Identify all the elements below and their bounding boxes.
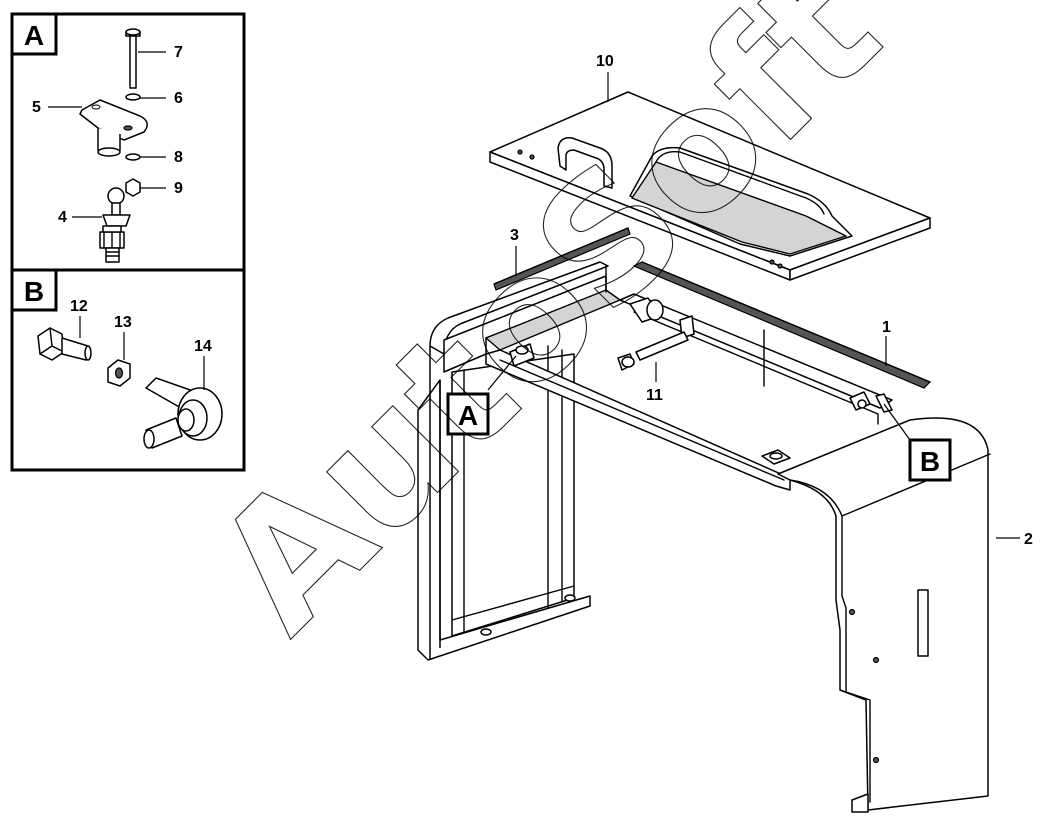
part-8-washer: [125, 153, 141, 161]
part-number-2: 2: [1024, 531, 1033, 548]
part-5-bracket: [79, 99, 148, 157]
part-number-6: 6: [174, 90, 183, 107]
part-9-nut: [125, 178, 141, 197]
part-number-5: 5: [32, 99, 41, 116]
part-11-gas-strut: [617, 297, 695, 371]
part-number-11: 11: [646, 387, 663, 404]
inset-b-letter: B: [24, 276, 44, 307]
part-1-seal-strip: [632, 261, 932, 389]
part-7-bolt: [125, 28, 141, 89]
inset-b: B 12 13 14: [10, 268, 246, 472]
callout-b: B: [908, 438, 952, 482]
part-14-rod-end: [143, 377, 223, 449]
part-4-ball-stud: [99, 187, 131, 263]
inset-a-letter: A: [24, 20, 44, 51]
inset-a: A: [10, 12, 246, 272]
part-10-cover-plate: [489, 91, 931, 281]
part-number-13: 13: [114, 314, 132, 331]
part-number-14: 14: [194, 338, 212, 355]
part-6-washer: [125, 93, 141, 101]
part-number-4: 4: [58, 209, 67, 226]
part-number-1: 1: [882, 319, 891, 336]
part-number-9: 9: [174, 180, 183, 197]
part-number-3: 3: [510, 227, 519, 244]
main-assembly: 10 3 1 11 2 A B: [417, 53, 1033, 813]
callout-a-letter: A: [458, 400, 478, 431]
part-number-8: 8: [174, 149, 183, 166]
part-number-10: 10: [596, 53, 614, 70]
callout-b-letter: B: [920, 446, 940, 477]
part-2-frame: [417, 261, 991, 813]
callout-a: A: [446, 392, 490, 436]
part-number-12: 12: [70, 298, 88, 315]
part-13-washer: [107, 359, 131, 387]
part-12-bolt: [37, 327, 92, 361]
part-number-7: 7: [174, 44, 183, 61]
